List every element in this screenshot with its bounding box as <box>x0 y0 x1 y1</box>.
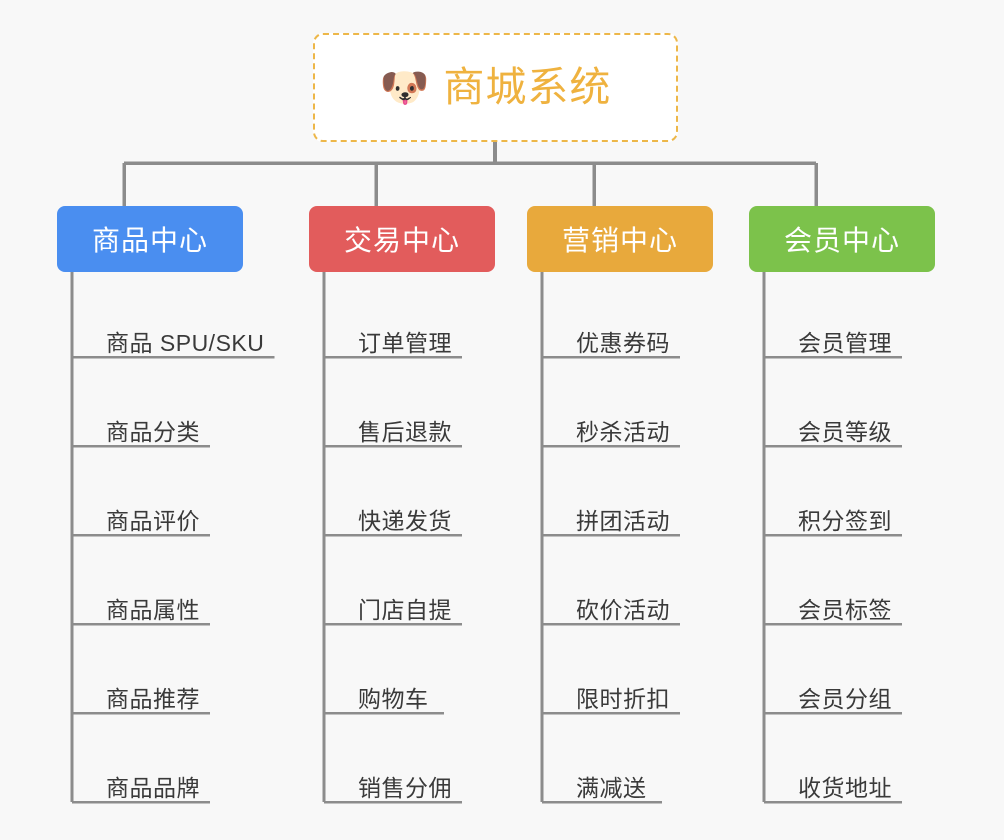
leaf-item-label: 销售分佣 <box>358 774 452 801</box>
leaf-item-label: 拼团活动 <box>576 507 670 534</box>
leaf-item[interactable]: 商品 SPU/SKU <box>72 313 264 357</box>
leaf-item-label: 购物车 <box>358 685 429 712</box>
leaf-item-label: 售后退款 <box>358 418 452 445</box>
category-label: 营销中心 <box>561 225 678 256</box>
leaf-item-label: 会员标签 <box>798 596 892 623</box>
leaf-item-label: 秒杀活动 <box>576 418 670 445</box>
leaf-item-label: 砍价活动 <box>576 596 670 623</box>
leaf-item[interactable]: 销售分佣 <box>324 758 452 802</box>
leaf-item-label: 满减送 <box>576 774 647 801</box>
leaf-item-label: 商品属性 <box>106 596 200 623</box>
category-box[interactable]: 商品中心 <box>57 206 243 272</box>
leaf-item-label: 快递发货 <box>358 507 452 534</box>
leaf-item-label: 限时折扣 <box>576 685 670 712</box>
leaf-item-label: 会员等级 <box>798 418 892 445</box>
leaf-item[interactable]: 积分签到 <box>764 491 892 535</box>
leaf-item[interactable]: 快递发货 <box>324 491 452 535</box>
root-title: 商城系统 <box>443 64 612 110</box>
category-box[interactable]: 营销中心 <box>527 206 713 272</box>
root-node[interactable]: 🐶 商城系统 <box>313 33 678 142</box>
leaf-item[interactable]: 订单管理 <box>324 313 452 357</box>
leaf-item-label: 商品评价 <box>106 507 200 534</box>
leaf-item[interactable]: 优惠券码 <box>542 313 670 357</box>
leaf-item[interactable]: 砍价活动 <box>542 580 670 624</box>
leaf-item[interactable]: 限时折扣 <box>542 669 670 713</box>
leaf-item-label: 会员管理 <box>798 329 892 356</box>
leaf-item[interactable]: 购物车 <box>324 669 429 713</box>
leaf-item-label: 商品品牌 <box>106 774 200 801</box>
leaf-item[interactable]: 拼团活动 <box>542 491 670 535</box>
leaf-item[interactable]: 商品属性 <box>72 580 200 624</box>
leaf-item[interactable]: 商品分类 <box>72 402 200 446</box>
leaf-item-label: 收货地址 <box>798 774 892 801</box>
category-label: 会员中心 <box>783 225 900 256</box>
category-box[interactable]: 会员中心 <box>749 206 935 272</box>
leaf-item[interactable]: 商品推荐 <box>72 669 200 713</box>
leaf-item[interactable]: 满减送 <box>542 758 647 802</box>
leaf-item[interactable]: 会员管理 <box>764 313 892 357</box>
leaf-item[interactable]: 会员分组 <box>764 669 892 713</box>
leaf-item-label: 积分签到 <box>798 507 892 534</box>
leaf-item[interactable]: 会员标签 <box>764 580 892 624</box>
leaf-item[interactable]: 售后退款 <box>324 402 452 446</box>
leaf-item-label: 商品分类 <box>106 418 200 445</box>
leaf-item[interactable]: 秒杀活动 <box>542 402 670 446</box>
leaf-item-label: 门店自提 <box>358 596 452 623</box>
leaf-item-label: 订单管理 <box>358 329 452 356</box>
leaf-item[interactable]: 收货地址 <box>764 758 892 802</box>
leaf-item-label: 优惠券码 <box>576 329 670 356</box>
leaf-item[interactable]: 商品评价 <box>72 491 200 535</box>
shiba-dog-face-emoji-icon: 🐶 <box>379 65 430 110</box>
leaf-item-label: 会员分组 <box>798 685 892 712</box>
leaf-item[interactable]: 门店自提 <box>324 580 452 624</box>
category-label: 商品中心 <box>91 225 208 256</box>
leaf-item[interactable]: 会员等级 <box>764 402 892 446</box>
category-label: 交易中心 <box>343 225 460 256</box>
category-box[interactable]: 交易中心 <box>309 206 495 272</box>
leaf-item-label: 商品推荐 <box>106 685 200 712</box>
leaf-item-label: 商品 SPU/SKU <box>106 329 265 356</box>
leaf-item[interactable]: 商品品牌 <box>72 758 200 802</box>
